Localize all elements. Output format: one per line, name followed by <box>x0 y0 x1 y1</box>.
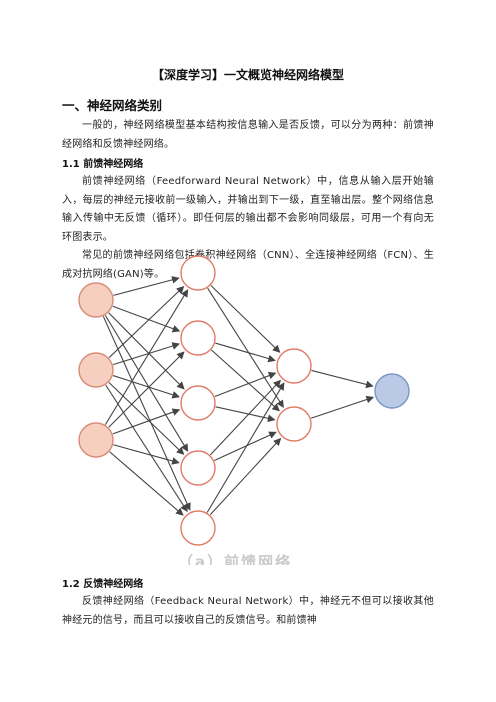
connection-arrow <box>210 285 281 353</box>
connection-arrow <box>209 379 282 456</box>
connection-arrow <box>105 384 188 513</box>
hidden1-neuron <box>180 385 216 421</box>
connection-arrow <box>310 395 375 419</box>
connection-arrow <box>112 408 181 435</box>
connection-arrow <box>214 431 277 462</box>
connection-arrow <box>206 382 285 513</box>
connection-arrow <box>112 305 181 333</box>
connection-arrow <box>211 349 280 412</box>
feedback-description-paragraph: 反馈神经网络（Feedback Neural Network）中，神经元不但可以… <box>62 596 434 626</box>
connection-arrow <box>108 351 185 428</box>
feedforward-description-paragraph: 前馈神经网络（Feedforward Neural Network）中，信息从输… <box>62 176 434 243</box>
section-heading-categories: 一、神经网络类别 <box>62 98 163 113</box>
input-neuron <box>78 352 114 388</box>
output-neuron <box>374 373 410 409</box>
connection-arrow <box>215 342 276 363</box>
page-title: 【深度学习】一文概览神经网络模型 <box>151 68 344 82</box>
figure-caption: （a）前馈网络 <box>178 553 293 565</box>
connection-arrow <box>102 316 191 511</box>
hidden1-neuron <box>180 450 216 486</box>
connection-arrow <box>108 312 185 390</box>
hidden2-neuron <box>276 348 312 384</box>
connection-arrow <box>113 276 180 296</box>
connection-arrow <box>104 315 189 452</box>
subsection-heading-feedforward: 1.1 前馈神经网络 <box>62 159 144 170</box>
network-neurons <box>78 255 410 546</box>
connection-arrow <box>108 382 185 455</box>
connection-arrow <box>311 369 374 389</box>
subsection-heading-feedback: 1.2 反馈神经网络 <box>62 579 144 590</box>
input-neuron <box>78 282 114 318</box>
feedforward-examples-paragraph: 常见的前馈神经网络包括卷积神经网络（CNN）、全连接神经网络（FCN）、生成对抗… <box>62 250 434 280</box>
connection-arrow <box>215 406 276 423</box>
connection-arrow <box>108 286 185 358</box>
connection-arrow <box>112 375 181 399</box>
connection-arrow <box>104 289 189 425</box>
hidden1-neuron <box>180 510 216 546</box>
connection-arrow <box>209 437 282 516</box>
connection-arrow <box>109 451 184 516</box>
connection-arrow <box>207 287 284 409</box>
feedforward-network-figure <box>78 255 410 546</box>
hidden1-neuron <box>180 320 216 356</box>
connection-arrow <box>113 444 180 465</box>
network-connections <box>102 276 375 516</box>
connection-arrow <box>113 342 180 366</box>
hidden1-neuron <box>180 255 216 291</box>
connection-arrow <box>214 371 277 398</box>
input-neuron <box>78 422 114 458</box>
hidden2-neuron <box>276 406 312 442</box>
section-intro-paragraph: 一般的，神经网络模型基本结构按信息输入是否反馈，可以分为两种：前馈神经网络和反馈… <box>62 120 434 150</box>
